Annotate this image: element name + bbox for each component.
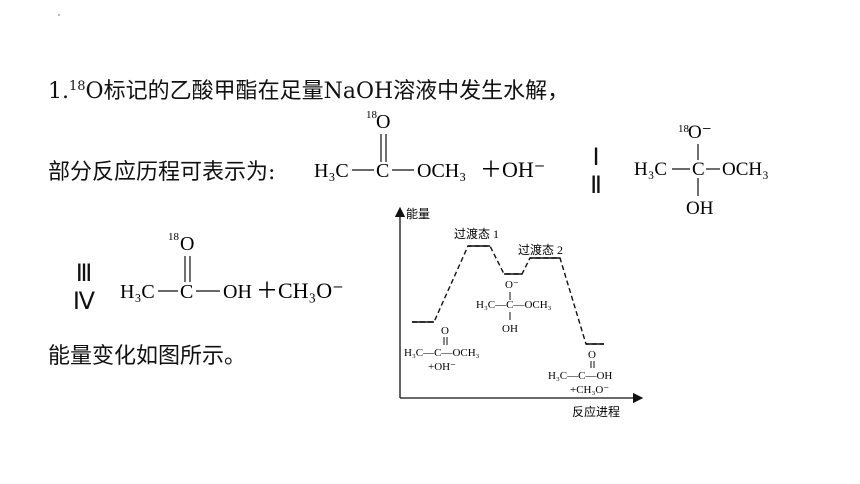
y-axis-label: 能量	[406, 207, 430, 221]
question-line-1: 1.18O标记的乙酸甲酯在足量NaOH溶液中发生水解，	[48, 74, 569, 105]
intermediate-oh: OH	[686, 198, 714, 219]
step-I-label: Ⅰ	[592, 145, 600, 171]
reactant-c: C	[376, 160, 389, 182]
diagram-intermediate-label: H₃C—C—OCH₃	[476, 299, 552, 311]
diagram-intermediate-o: O⁻	[505, 279, 519, 291]
intermediate-structure: 18 O⁻ H₃C C OCH₃ OH	[634, 122, 769, 219]
reactant-och3: OCH₃	[417, 160, 466, 182]
intermediate-c: C	[692, 159, 705, 180]
question-line-3: 能量变化如图所示。	[48, 344, 247, 369]
question-text-1: O标记的乙酸甲酯在足量NaOH溶液中发生水解，	[85, 79, 570, 104]
diagram-intermediate-oh: OH	[502, 323, 518, 335]
step-II-label: Ⅱ	[590, 173, 602, 199]
product-h3c: H₃C	[120, 281, 155, 303]
diagram-product-o: O	[588, 349, 596, 361]
diagram-reactant-sub: +OH⁻	[428, 361, 456, 373]
intermediate-h3c: H₃C	[634, 159, 667, 180]
product-structure: 18 O H₃C C OH ＋CH₃O⁻	[120, 231, 344, 303]
ts1-label: 过渡态 1	[454, 226, 499, 241]
reactant-plus-oh: ＋OH⁻	[480, 157, 545, 182]
reactant-structure: 18 O H₃C C OCH₃ ＋OH⁻	[314, 109, 545, 182]
x-axis-label: 反应进程	[572, 404, 620, 419]
question-number: 1.	[48, 79, 69, 104]
product-carbonyl-o: O	[180, 233, 194, 255]
corner-mark	[58, 14, 60, 16]
reactant-isotope: 18	[366, 109, 378, 121]
isotope-mark: 18	[69, 79, 86, 94]
ts2-label: 过渡态 2	[518, 242, 563, 257]
diagram-product-label: H₃C—C—OH	[548, 370, 612, 382]
reactant-carbonyl-o: O	[376, 111, 390, 133]
energy-diagram: 能量 反应进程 过渡态 1 过渡态 2 O⁻ H₃C—C—OCH₃ OH O H…	[394, 206, 644, 419]
intermediate-och3: OCH₃	[722, 159, 769, 180]
question-line-2: 部分反应历程可表示为:	[48, 160, 276, 185]
product-plus-ch3o: ＋CH₃O⁻	[256, 278, 344, 303]
reactant-h3c: H₃C	[314, 160, 349, 182]
product-oh: OH	[223, 281, 252, 303]
step-III-label: Ⅲ	[75, 261, 93, 287]
step-IV-label: Ⅳ	[72, 289, 96, 315]
intermediate-isotope: 18	[678, 123, 690, 135]
intermediate-o-minus: O⁻	[688, 122, 712, 143]
product-isotope: 18	[168, 231, 180, 243]
diagram-reactant-label: H₃C—C—OCH₃	[404, 347, 480, 359]
diagram-product-sub: +CH₃O⁻	[570, 384, 609, 396]
product-c: C	[180, 281, 193, 303]
diagram-reactant-o: O	[441, 325, 449, 337]
